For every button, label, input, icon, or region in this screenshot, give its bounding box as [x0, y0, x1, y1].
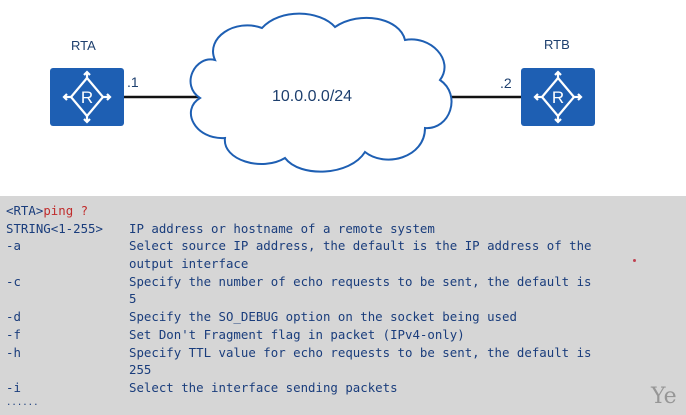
terminal-output[interactable]: <RTA>ping ? STRING<1-255> IP address or …	[0, 196, 686, 415]
option-description-cont: 255	[129, 362, 152, 377]
option-description-cont: output interface	[129, 256, 249, 271]
router-letter: R	[552, 88, 564, 107]
more-output-indicator: ......	[6, 398, 39, 408]
router-rta-label: RTA	[71, 38, 96, 53]
rtb-interface-label: .2	[500, 75, 512, 91]
cli-prompt: <RTA>	[6, 203, 44, 218]
option-description: Select the interface sending packets	[129, 380, 398, 395]
option-description: Set Don't Fragment flag in packet (IPv4-…	[129, 327, 465, 342]
watermark: Ye	[651, 384, 677, 409]
option-flag: -a	[6, 238, 21, 253]
router-icon	[62, 70, 112, 124]
mouse-cursor-marker	[633, 259, 636, 262]
router-rtb-label: RTB	[544, 37, 570, 52]
option-description: Specify the SO_DEBUG option on the socke…	[129, 309, 517, 324]
option-description: Select source IP address, the default is…	[129, 238, 592, 253]
option-flag: -d	[6, 309, 21, 324]
option-description-cont: 5	[129, 291, 137, 306]
option-flag: -c	[6, 274, 21, 289]
option-description: IP address or hostname of a remote syste…	[129, 221, 435, 236]
router-letter: R	[81, 88, 93, 107]
option-description: Specify the number of echo requests to b…	[129, 274, 592, 289]
rta-interface-label: .1	[127, 74, 139, 90]
command-line: <RTA>ping ?	[6, 202, 88, 220]
router-rtb[interactable]: R	[521, 68, 595, 126]
cli-command: ping ?	[43, 203, 89, 218]
network-topology: R R RTA RTB .1 .2 10.0.0.0/24	[0, 0, 686, 196]
option-flag: -i	[6, 380, 21, 395]
option-flag: -h	[6, 345, 21, 360]
network-cloud	[189, 12, 453, 173]
option-flag: -f	[6, 327, 21, 342]
topology-diagram: R R	[50, 12, 595, 173]
option-flag: STRING<1-255>	[6, 221, 103, 236]
network-subnet-label: 10.0.0.0/24	[272, 88, 353, 105]
router-icon	[533, 70, 583, 124]
router-rta[interactable]: R	[50, 68, 124, 126]
option-description: Specify TTL value for echo requests to b…	[129, 345, 592, 360]
